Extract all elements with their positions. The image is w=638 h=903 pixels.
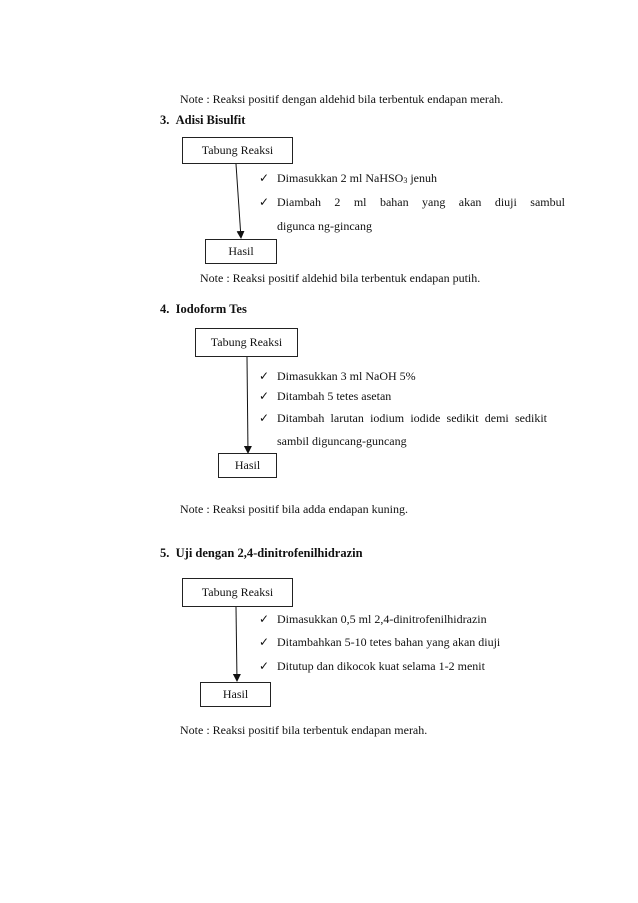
check-icon: ✓ [259, 389, 270, 403]
section-4-step-2: ✓Ditambah 5 tetes asetan [259, 389, 392, 403]
section-4-start-box: Tabung Reaksi [195, 328, 298, 357]
section-3-step-2-cont: digunca ng-gincang [277, 219, 372, 233]
section-5-heading: 5. Uji dengan 2,4-dinitrofenilhidrazin [160, 546, 363, 560]
check-icon: ✓ [259, 635, 270, 649]
note-top: Note : Reaksi positif dengan aldehid bil… [180, 92, 504, 106]
check-icon: ✓ [259, 411, 270, 425]
check-icon: ✓ [259, 659, 270, 673]
section-4-step-3-cont: sambil diguncang-guncang [277, 434, 407, 448]
arrow-section-5 [232, 606, 241, 682]
section-4-heading: 4. Iodoform Tes [160, 302, 247, 316]
section-4-step-3: ✓ Ditambah larutan iodium iodide sedikit… [259, 411, 547, 425]
section-5-step-3: ✓Ditutup dan dikocok kuat selama 1-2 men… [259, 659, 485, 673]
check-icon: ✓ [259, 195, 270, 209]
section-5-start-box: Tabung Reaksi [182, 578, 293, 607]
section-4-note: Note : Reaksi positif bila adda endapan … [180, 502, 408, 516]
section-5-step-2: ✓Ditambahkan 5-10 tetes bahan yang akan … [259, 635, 501, 649]
check-icon: ✓ [259, 612, 270, 626]
arrow-section-4 [243, 356, 252, 454]
section-3-start-box: Tabung Reaksi [182, 137, 293, 164]
check-icon: ✓ [259, 369, 270, 383]
section-4-step-1: ✓Dimasukkan 3 ml NaOH 5% [259, 369, 416, 383]
section-3-note: Note : Reaksi positif aldehid bila terbe… [200, 271, 481, 285]
check-icon: ✓ [259, 171, 270, 185]
section-3-step-1: ✓Dimasukkan 2 ml NaHSO3 jenuh [259, 171, 437, 185]
section-3-step-2: ✓ Diambah 2 ml bahan yang akan diuji sam… [259, 195, 565, 209]
section-4-end-box: Hasil [218, 453, 277, 478]
section-3-end-box: Hasil [205, 239, 277, 264]
arrow-section-3 [235, 163, 245, 239]
section-5-end-box: Hasil [200, 682, 271, 707]
section-3-heading: 3. Adisi Bisulfit [160, 113, 246, 127]
section-5-step-1: ✓Dimasukkan 0,5 ml 2,4-dinitrofenilhidra… [259, 612, 487, 626]
section-5-note: Note : Reaksi positif bila terbentuk end… [180, 723, 428, 737]
